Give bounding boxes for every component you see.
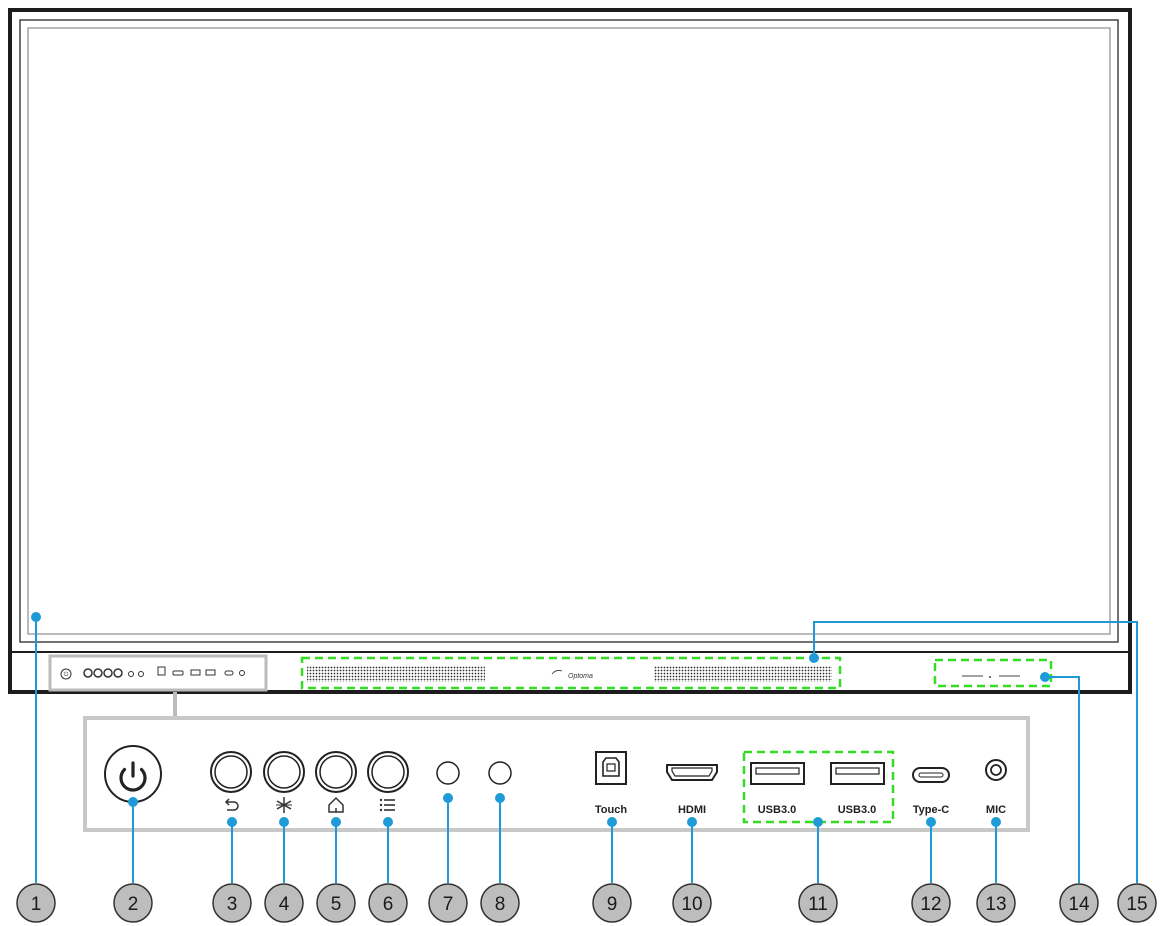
callout-circle <box>16 883 56 923</box>
touch-port <box>595 751 627 785</box>
front-panel-thumbnail: ⏻ <box>48 654 268 692</box>
mic-label: MIC <box>986 804 1006 816</box>
usb-1-label: USB3.0 <box>758 804 797 816</box>
callout-number: 5 <box>331 894 342 915</box>
callout-circle <box>264 883 304 923</box>
callout-number: 10 <box>681 894 702 915</box>
typec-label: Type-C <box>913 804 950 816</box>
list-icon <box>379 798 395 812</box>
callout-number: 12 <box>920 894 941 915</box>
callout-3: 3 <box>212 883 252 923</box>
usb-2-label: USB3.0 <box>838 804 877 816</box>
callout-circle <box>798 883 838 923</box>
callout-14: 14 <box>1059 883 1099 923</box>
callout-circle <box>1059 883 1099 923</box>
callout-circle <box>1117 883 1157 923</box>
callout-circle <box>672 883 712 923</box>
usb-port-1 <box>750 762 805 785</box>
callout-1: 1 <box>16 883 56 923</box>
hdmi-label: HDMI <box>678 804 706 816</box>
sensor-area <box>933 658 1053 688</box>
callout-number: 14 <box>1068 894 1090 915</box>
callout-4: 4 <box>264 883 304 923</box>
freeze-button <box>263 751 305 793</box>
callout-number: 9 <box>607 894 618 915</box>
home-icon <box>328 796 344 813</box>
callout-number: 15 <box>1126 894 1147 915</box>
callout-number: 3 <box>227 894 238 915</box>
callout-number: 13 <box>985 894 1006 915</box>
callout-10: 10 <box>672 883 712 923</box>
svg-text:⏻: ⏻ <box>64 671 69 678</box>
brand-logo-text: Optoma <box>568 673 593 680</box>
usb-port-2 <box>830 762 885 785</box>
callout-number: 6 <box>383 894 394 915</box>
callout-number: 1 <box>31 894 42 915</box>
callout-9: 9 <box>592 883 632 923</box>
callout-number: 8 <box>495 894 506 915</box>
callout-circle <box>316 883 356 923</box>
callout-circle <box>976 883 1016 923</box>
back-icon <box>224 798 239 811</box>
callout-circle <box>592 883 632 923</box>
typec-port <box>912 767 950 783</box>
back-button <box>210 751 252 793</box>
callout-number: 7 <box>443 894 454 915</box>
callout-5: 5 <box>316 883 356 923</box>
callout-11: 11 <box>798 883 838 923</box>
snowflake-icon <box>276 797 292 813</box>
callout-8: 8 <box>480 883 520 923</box>
touch-label: Touch <box>595 804 627 816</box>
display-body <box>8 8 1132 694</box>
home-button <box>315 751 357 793</box>
callout-13: 13 <box>976 883 1016 923</box>
callout-15: 15 <box>1117 883 1157 923</box>
callout-circle <box>212 883 252 923</box>
hdmi-port <box>666 764 718 781</box>
callout-number: 11 <box>808 894 828 915</box>
speaker-bar: Optoma <box>300 656 842 690</box>
indicator-8 <box>488 761 512 785</box>
callout-circle <box>911 883 951 923</box>
indicator-7 <box>436 761 460 785</box>
callout-circle <box>428 883 468 923</box>
callout-number: 2 <box>128 894 139 915</box>
callout-7: 7 <box>428 883 468 923</box>
menu-button <box>367 751 409 793</box>
callout-circle <box>113 883 153 923</box>
callout-2: 2 <box>113 883 153 923</box>
callout-circle <box>368 883 408 923</box>
callout-lines <box>31 612 1138 883</box>
callout-number: 4 <box>279 894 290 915</box>
front-panel-zoom <box>83 716 1030 832</box>
callout-circle <box>480 883 520 923</box>
callout-12: 12 <box>911 883 951 923</box>
callout-6: 6 <box>368 883 408 923</box>
mic-jack <box>985 759 1007 781</box>
